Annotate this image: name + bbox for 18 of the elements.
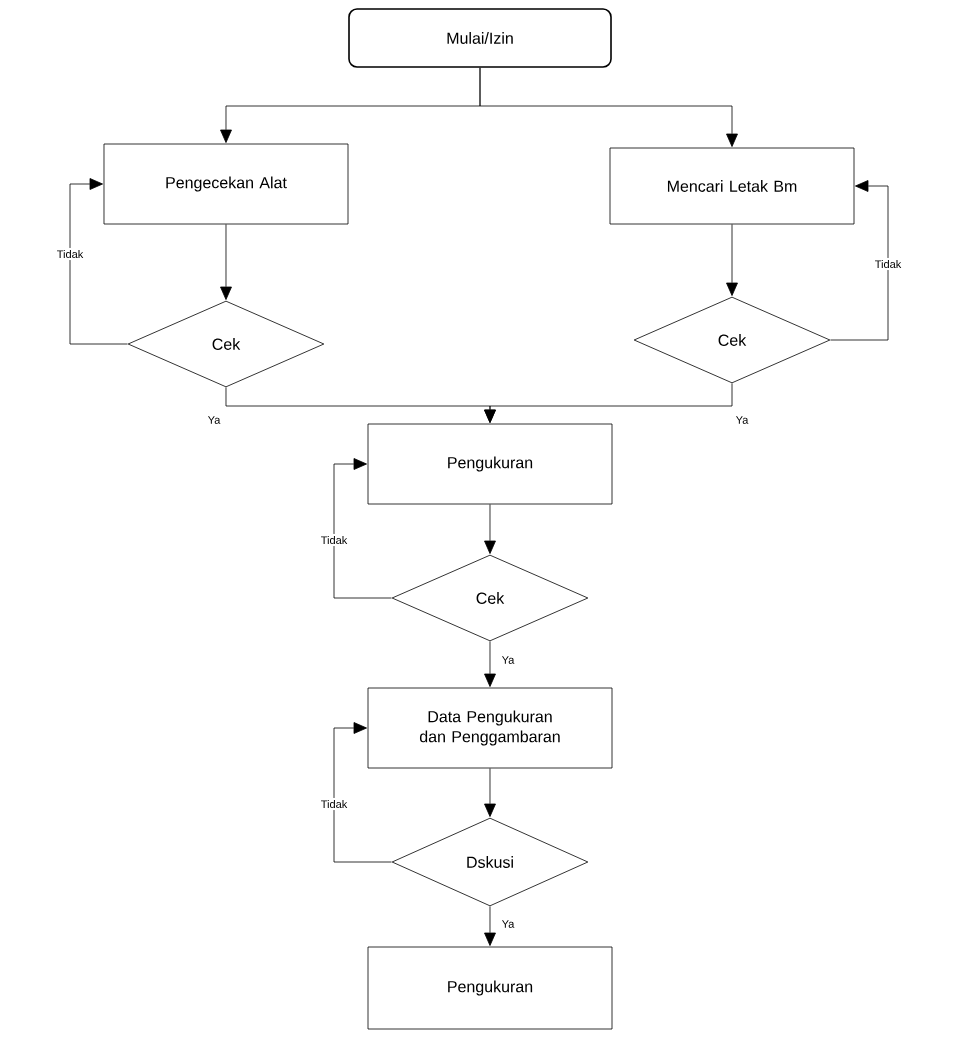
arrow: [333, 722, 392, 863]
process-box: Mencari Letak Bm: [609, 147, 855, 225]
process-box: Data Pengukuran dan Penggambaran: [367, 687, 613, 769]
arrow: [726, 224, 738, 296]
arrow: [830, 180, 889, 341]
process-box: Pengukuran: [367, 423, 613, 505]
arrow: [484, 906, 496, 946]
arrow: [484, 504, 496, 554]
arrow: [484, 641, 496, 687]
arrow: [220, 224, 232, 300]
process-box: Pengukuran: [367, 946, 613, 1030]
arrow: [479, 67, 738, 147]
process-box: Pengecekan Alat: [103, 143, 349, 225]
start-box: Mulai/Izin: [348, 8, 612, 68]
arrow: [69, 178, 128, 345]
arrow: [484, 383, 733, 423]
arrow: [333, 458, 392, 599]
arrow: [484, 768, 496, 817]
